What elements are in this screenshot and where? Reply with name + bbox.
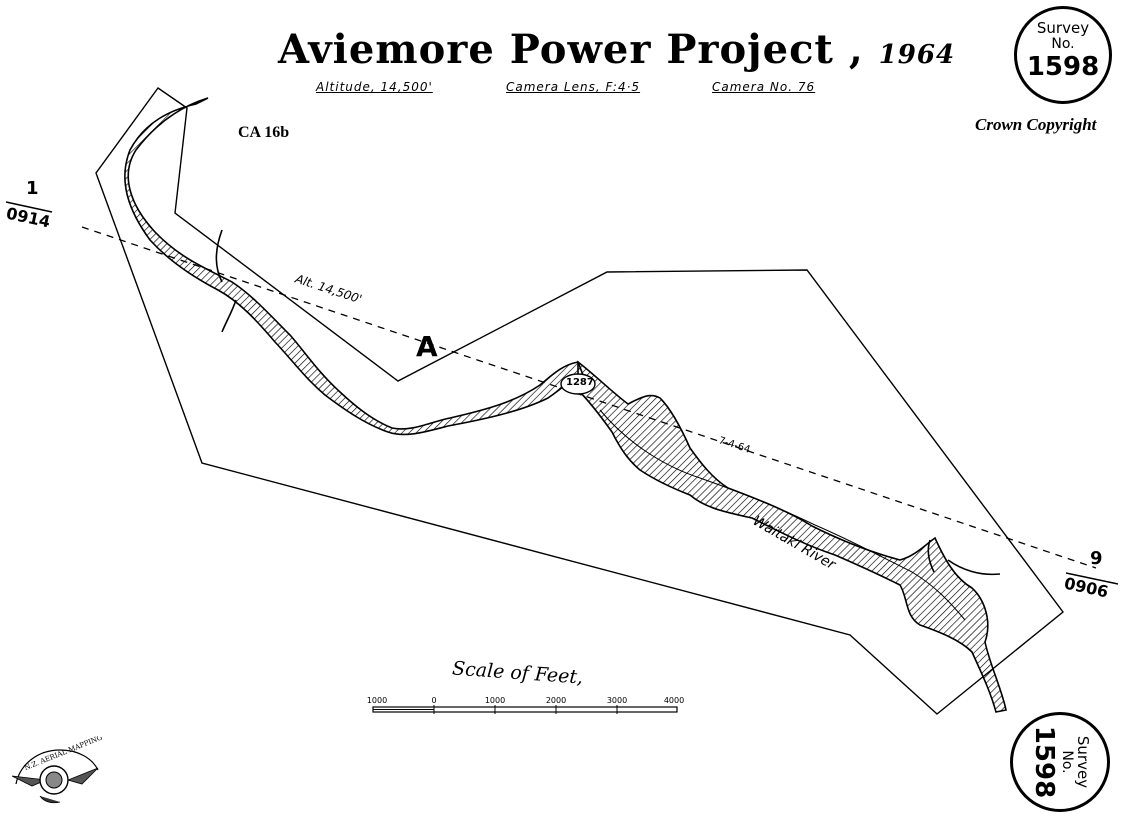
start-fraction-bar: [5, 201, 53, 213]
copyright-notice: Crown Copyright: [975, 115, 1097, 134]
scale-bar: [372, 705, 678, 714]
spot-height-oval: [560, 373, 596, 395]
seal-number: 1598: [1026, 52, 1100, 82]
title-year: 1964: [878, 40, 956, 70]
map-title: Aviemore Power Project , 1964: [278, 26, 954, 73]
scale-tick-label: 4000: [663, 696, 685, 705]
seal-abbrev: No.: [1051, 36, 1075, 52]
scale-tick-label: 0: [431, 696, 437, 705]
scale-tick-label: 3000: [606, 696, 628, 705]
scale-tick-label: 1000: [484, 696, 506, 705]
seal-abbrev: No.: [1059, 750, 1075, 774]
camera-caption: Camera No. 76: [712, 80, 816, 94]
river-upper-channel: [124, 97, 585, 436]
end-fraction-bar: [1065, 572, 1119, 585]
end-run-number: 9: [1090, 548, 1103, 569]
photo-marker: A: [416, 330, 438, 363]
inner-channel: [599, 409, 966, 621]
coverage-boundary: [95, 87, 1064, 715]
altitude-caption: Altitude, 14,500': [316, 80, 433, 94]
logo-text: N.Z. AERIAL MAPPING: [23, 736, 102, 772]
side-stream-upper: [215, 229, 237, 333]
side-stream-lower: [927, 539, 1001, 576]
seal-word: Survey: [1036, 19, 1090, 37]
aerial-mapping-logo: N.Z. AERIAL MAPPING: [11, 736, 102, 804]
survey-seal-top: Survey No. 1598: [1014, 6, 1112, 104]
seal-number: 1598: [1029, 725, 1059, 799]
seal-word: Survey: [1074, 735, 1092, 789]
survey-seal-bottom: Survey No. 1598: [1010, 712, 1110, 812]
title-main: Aviemore Power Project ,: [278, 26, 864, 73]
lens-caption: Camera Lens, F:4·5: [506, 80, 641, 94]
scale-tick-label: 1000: [366, 696, 388, 705]
river-lower-lake: [577, 360, 1007, 713]
scale-tick-label: 2000: [545, 696, 567, 705]
spot-height: 1287: [566, 377, 594, 388]
map-reference: CA 16b: [238, 124, 290, 141]
start-run-number: 1: [26, 178, 39, 199]
